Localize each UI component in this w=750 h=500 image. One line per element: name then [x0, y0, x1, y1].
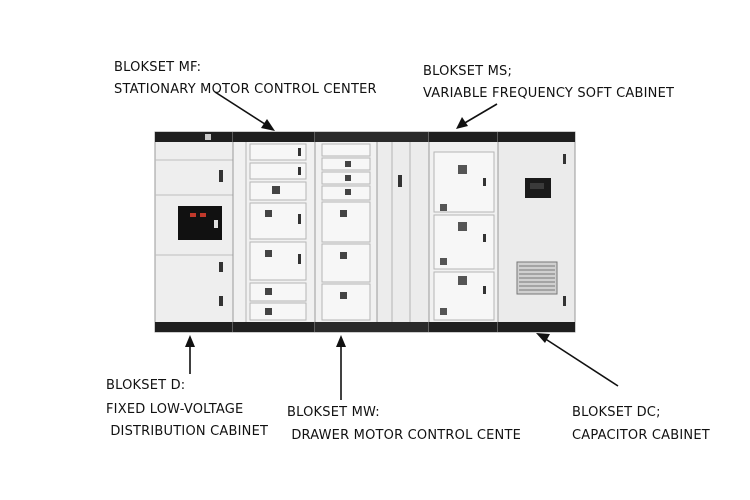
label-ms-title: BLOKSET MS; [423, 64, 513, 79]
arrow-mf [214, 91, 275, 131]
cabinet-ms [428, 131, 499, 333]
label-dc-title: BLOKSET DC; [572, 405, 661, 420]
cabinet-d [154, 131, 234, 333]
cabinet-mf [232, 131, 316, 333]
cabinet-mw [314, 131, 430, 333]
label-mw-desc: DRAWER MOTOR CONTROL CENTE [287, 428, 522, 443]
arrow-dc [536, 333, 619, 387]
label-ms-desc: VARIABLE FREQUENCY SOFT CABINET [423, 86, 675, 101]
label-d-desc1: FIXED LOW-VOLTAGE [106, 402, 244, 417]
label-mw-title: BLOKSET MW: [287, 405, 380, 420]
label-dc-desc: CAPACITOR CABINET [572, 428, 710, 443]
label-d-desc2: DISTRIBUTION CABINET [106, 424, 269, 439]
arrow-mw [336, 335, 346, 400]
arrow-ms [456, 103, 498, 129]
label-mf-desc: STATIONARY MOTOR CONTROL CENTER [114, 82, 377, 97]
arrow-d [185, 335, 195, 374]
label-mf-title: BLOKSET MF: [114, 60, 202, 75]
label-d-title: BLOKSET D: [106, 378, 186, 393]
cabinet-dc [497, 131, 576, 333]
